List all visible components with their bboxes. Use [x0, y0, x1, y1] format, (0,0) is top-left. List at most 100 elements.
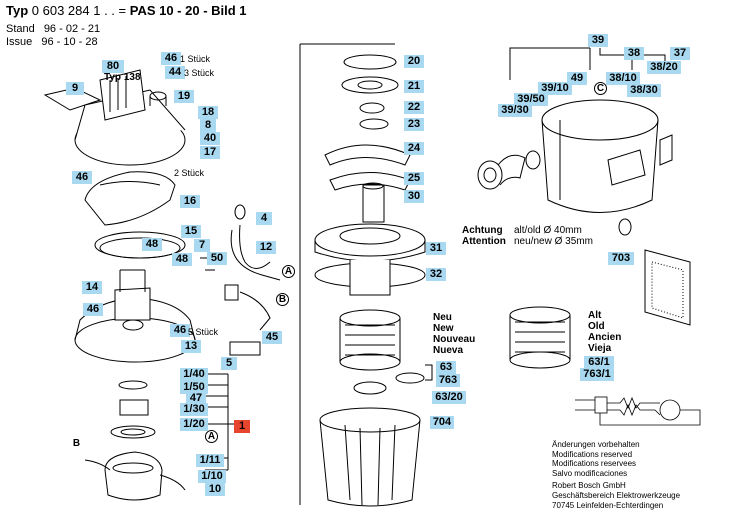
lid-top-drawing	[43, 69, 186, 166]
filter-new-de: Neu	[433, 312, 452, 323]
part-label-50[interactable]: 50	[207, 252, 227, 265]
part-note-44: 3 Stück	[184, 68, 215, 78]
footer-line-2: Modifications reserved	[552, 449, 633, 459]
part-label-80[interactable]: 80	[102, 60, 124, 73]
part-label-19[interactable]: 19	[174, 90, 194, 103]
upper-cone-parts	[324, 54, 411, 223]
part-note-46-1: 1 Stück	[180, 54, 211, 64]
part-label-763-1[interactable]: 763/1	[580, 368, 614, 381]
part-label-12[interactable]: 12	[256, 241, 276, 254]
part-label-32[interactable]: 32	[426, 268, 446, 281]
part-label-15[interactable]: 15	[181, 225, 201, 238]
part-label-46-1[interactable]: 46	[161, 52, 181, 65]
part-label-1-50[interactable]: 1/50	[180, 381, 208, 394]
part-label-39-50[interactable]: 39/50	[514, 93, 548, 106]
part-label-22[interactable]: 22	[404, 101, 424, 114]
part-label-1-10[interactable]: 1/10	[198, 470, 226, 483]
achtung-text: alt/old Ø 40mm	[514, 225, 582, 236]
part-label-39-10[interactable]: 39/10	[538, 82, 572, 95]
part-label-46-3[interactable]: 46	[83, 303, 103, 316]
part-note-46-5: 5 Stück	[188, 327, 219, 337]
callout-B-1: B	[276, 293, 289, 306]
part-label-46-2[interactable]: 46	[72, 171, 92, 184]
footer-line-5: Robert Bosch GmbH	[552, 481, 626, 491]
part-label-38-20[interactable]: 38/20	[647, 61, 681, 74]
filter-old-fr: Ancien	[588, 332, 622, 343]
part-label-63-1[interactable]: 63/1	[584, 356, 614, 369]
frame-line	[299, 43, 395, 505]
header-typ: Typ 0 603 284 1 . . = PAS 10 - 20 - Bild…	[6, 3, 247, 18]
part-label-25[interactable]: 25	[404, 172, 424, 185]
part-label-1-30[interactable]: 1/30	[180, 403, 208, 416]
footer-line-7: 70745 Leinfelden-Echterdingen	[552, 500, 664, 510]
container-drawing	[541, 99, 673, 236]
part-label-1[interactable]: 1	[234, 420, 250, 433]
part-label-46-5[interactable]: 46	[170, 324, 190, 337]
part-label-38-10[interactable]: 38/10	[606, 72, 640, 85]
tank-drawing	[319, 407, 421, 507]
part-label-49[interactable]: 49	[567, 72, 587, 85]
part-label-9[interactable]: 9	[66, 82, 84, 95]
filter-new-en: New	[433, 323, 454, 334]
part-label-1-11[interactable]: 1/11	[196, 454, 224, 467]
part-label-63-20[interactable]: 63/20	[432, 391, 466, 404]
part-label-18[interactable]: 18	[198, 106, 218, 119]
callout-A-2: A	[205, 430, 218, 443]
part-label-16[interactable]: 16	[180, 195, 200, 208]
part-label-5[interactable]: 5	[221, 357, 237, 370]
part-label-40[interactable]: 40	[200, 132, 220, 145]
part-label-23[interactable]: 23	[404, 118, 424, 131]
part-label-48b[interactable]: 48	[172, 253, 192, 266]
part-label-20[interactable]: 20	[404, 55, 424, 68]
header-issue: Issue 96 - 10 - 28	[6, 36, 98, 48]
part-label-17[interactable]: 17	[200, 146, 220, 159]
part-label-24[interactable]: 24	[404, 142, 424, 155]
part-label-30[interactable]: 30	[404, 190, 424, 203]
part-label-63[interactable]: 63	[436, 361, 456, 374]
part-label-48[interactable]: 48	[142, 238, 162, 251]
part-label-8[interactable]: 8	[200, 119, 216, 132]
hose-parts-drawing	[477, 150, 541, 190]
leader-lines-left	[205, 373, 235, 471]
tank-lid-drawing	[314, 223, 426, 296]
part-label-21[interactable]: 21	[404, 80, 424, 93]
part-label-14[interactable]: 14	[82, 281, 102, 294]
part-label-10[interactable]: 10	[205, 483, 225, 496]
part-label-704[interactable]: 704	[430, 416, 454, 429]
typ-number: 0 603 284 1 . . =	[31, 3, 127, 18]
part-label-13[interactable]: 13	[181, 340, 201, 353]
achtung-label: Achtung	[462, 225, 503, 236]
filter-new-es: Nueva	[433, 345, 464, 356]
part-label-1-40[interactable]: 1/40	[180, 368, 208, 381]
part-label-typ138: Typ 138	[104, 72, 141, 83]
part-label-38[interactable]: 38	[624, 47, 644, 60]
lid-cover-drawing	[84, 171, 176, 226]
part-label-44[interactable]: 44	[165, 66, 185, 79]
typ-label: Typ	[6, 3, 29, 18]
part-label-39-30[interactable]: 39/30	[498, 104, 532, 117]
filter-new-fr: Nouveau	[433, 334, 476, 345]
callout-C: C	[594, 82, 607, 95]
part-label-37[interactable]: 37	[670, 47, 690, 60]
footer-line-6: Geschäftsbereich Elektrowerkzeuge	[552, 490, 681, 500]
issue-value: 96 - 10 - 28	[41, 36, 98, 48]
filter-old-labels: Alt Old Ancien Vieja	[588, 310, 621, 354]
leader-lines-right	[509, 47, 666, 80]
wiring-schematic	[575, 396, 701, 426]
part-label-703[interactable]: 703	[608, 252, 634, 265]
old-filter-drawing	[509, 306, 571, 369]
part-label-45[interactable]: 45	[262, 331, 282, 344]
part-label-4[interactable]: 4	[256, 212, 272, 225]
leader-lines-mid	[425, 364, 433, 381]
part-label-763[interactable]: 763	[436, 374, 460, 387]
filter-bag-drawing	[644, 249, 691, 326]
part-label-1-20[interactable]: 1/20	[180, 418, 208, 431]
issue-label: Issue	[6, 36, 33, 48]
part-label-31[interactable]: 31	[426, 242, 446, 255]
part-label-47[interactable]: 47	[186, 392, 206, 405]
part-label-39[interactable]: 39	[588, 34, 608, 47]
part-label-38-30[interactable]: 38/30	[627, 84, 661, 97]
part-label-7[interactable]: 7	[194, 239, 210, 252]
attention-text: neu/new Ø 35mm	[514, 236, 593, 247]
